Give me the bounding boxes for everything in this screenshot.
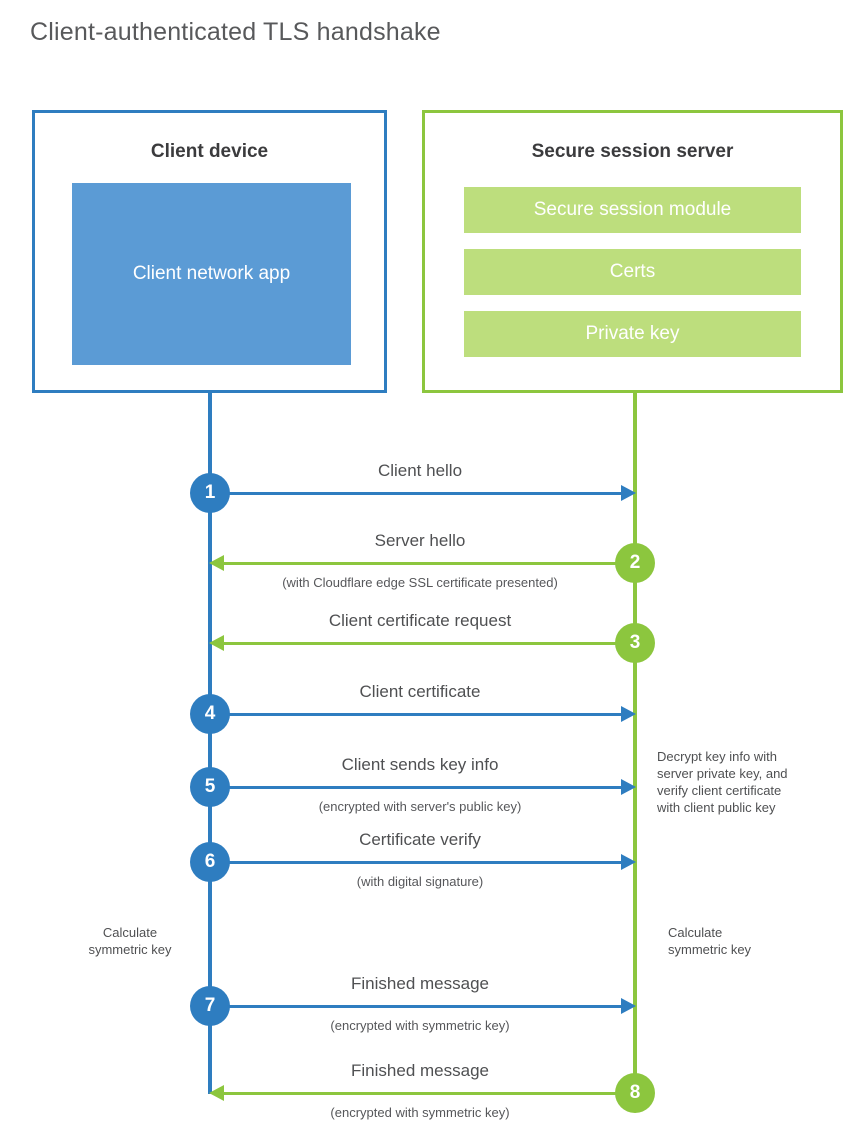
client-device-box: Client device Client network app — [32, 110, 387, 393]
message-label: Client certificate — [359, 682, 481, 701]
annotation-server-decrypt: Decrypt key info with server private key… — [657, 748, 847, 816]
step-circle-1: 1 — [190, 473, 230, 513]
message-arrow-line — [210, 861, 623, 864]
arrowhead-icon — [621, 998, 636, 1014]
message-sublabel: (encrypted with server's public key) — [318, 799, 522, 814]
arrowhead-icon — [209, 1085, 224, 1101]
server-lifeline — [633, 393, 637, 1094]
message-label: Client certificate request — [328, 611, 512, 630]
arrowhead-icon — [621, 854, 636, 870]
server-bar-private-key: Private key — [464, 311, 801, 357]
arrowhead-icon — [621, 485, 636, 501]
annotation-server-calculate-line2: symmetric key — [668, 942, 752, 957]
server-bar-secure-session-module: Secure session module — [464, 187, 801, 233]
step-circle-4: 4 — [190, 694, 230, 734]
message-label: Client hello — [377, 461, 463, 480]
secure-session-server-title: Secure session server — [531, 141, 734, 162]
client-network-app-box: Client network app — [72, 183, 351, 365]
arrowhead-icon — [621, 779, 636, 795]
message-label: Certificate verify — [359, 830, 481, 849]
step-circle-8: 8 — [615, 1073, 655, 1113]
annotation-server-calculate-line1: Calculate — [668, 925, 723, 940]
annotation-server-calculate-symmetric-key: Calculate symmetric key — [668, 924, 818, 958]
message-arrow-line — [222, 642, 635, 645]
annotation-server-decrypt-line3: verify client certificate — [657, 783, 782, 798]
annotation-server-decrypt-line1: Decrypt key info with — [657, 749, 777, 764]
annotation-server-decrypt-line4: with client public key — [657, 800, 776, 815]
message-sublabel: (encrypted with symmetric key) — [330, 1018, 510, 1033]
message-sublabel: (encrypted with symmetric key) — [330, 1105, 510, 1120]
step-circle-2: 2 — [615, 543, 655, 583]
message-arrow-line — [210, 713, 623, 716]
client-device-title: Client device — [150, 141, 269, 162]
step-circle-6: 6 — [190, 842, 230, 882]
message-arrow-line — [210, 786, 623, 789]
message-arrow-line — [222, 562, 635, 565]
client-network-app-label: Client network app — [132, 263, 291, 284]
arrowhead-icon — [621, 706, 636, 722]
message-label: Finished message — [351, 974, 489, 993]
annotation-client-calculate-symmetric-key: Calculate symmetric key — [60, 924, 200, 958]
client-lifeline — [208, 393, 212, 1094]
message-arrow-line — [210, 1005, 623, 1008]
step-circle-3: 3 — [615, 623, 655, 663]
page-title: Client-authenticated TLS handshake — [30, 18, 441, 46]
step-circle-5: 5 — [190, 767, 230, 807]
message-sublabel: (with digital signature) — [356, 874, 484, 889]
annotation-client-calculate-line2: symmetric key — [88, 942, 172, 957]
message-label: Client sends key info — [341, 755, 499, 774]
annotation-server-decrypt-line2: server private key, and — [657, 766, 788, 781]
arrowhead-icon — [209, 635, 224, 651]
message-arrow-line — [222, 1092, 635, 1095]
secure-session-server-box: Secure session server Secure session mod… — [422, 110, 843, 393]
step-circle-7: 7 — [190, 986, 230, 1026]
message-sublabel: (with Cloudflare edge SSL certificate pr… — [282, 575, 558, 590]
server-bar-certs: Certs — [464, 249, 801, 295]
annotation-client-calculate-line1: Calculate — [102, 925, 158, 940]
message-arrow-line — [210, 492, 623, 495]
message-label: Finished message — [351, 1061, 489, 1080]
message-label: Server hello — [374, 531, 466, 550]
arrowhead-icon — [209, 555, 224, 571]
